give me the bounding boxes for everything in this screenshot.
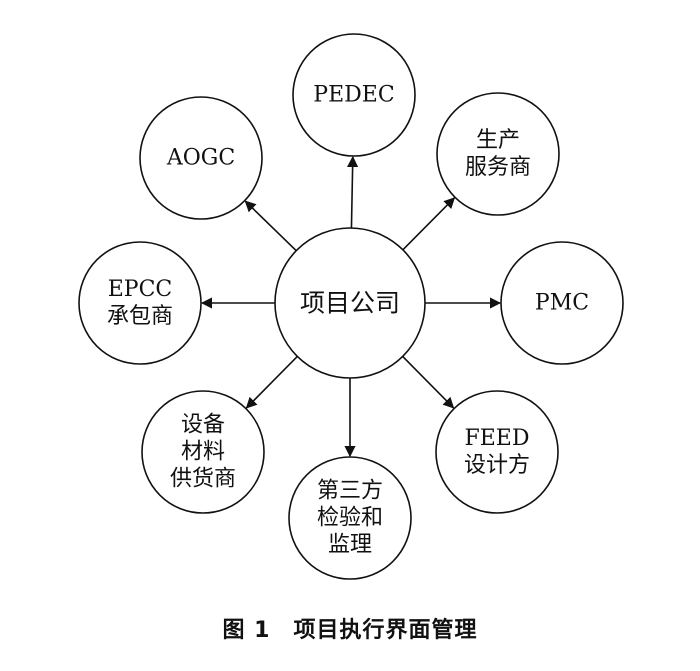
node-circle-epcc <box>78 241 202 365</box>
node-label-epcc-line-0: EPCC <box>108 277 173 302</box>
node-label-inspection-line-0: 第三方 <box>317 479 383 504</box>
node-label-pedec-line-0: PEDEC <box>313 83 394 108</box>
node-circle-pedec <box>292 33 416 157</box>
node-label-supplier-line-0: 设备 <box>181 413 225 438</box>
node-label-feed-line-1: 设计方 <box>464 453 530 478</box>
node-label-center-line-0: 项目公司 <box>300 289 400 318</box>
node-label-inspection-line-1: 检验和 <box>317 506 383 531</box>
arrow-center-to-production <box>402 197 456 251</box>
node-label-production-line-1: 服务商 <box>465 155 531 180</box>
node-circle-inspection <box>288 456 412 580</box>
node-circle-aogc <box>139 96 263 220</box>
node-label-inspection-line-2: 监理 <box>328 532 372 557</box>
node-circle-pmc <box>500 241 624 365</box>
arrow-center-to-pedec <box>347 155 359 229</box>
node-aogc: AOGC <box>139 96 263 220</box>
node-center: 项目公司 <box>274 227 426 379</box>
node-label-aogc-line-0: AOGC <box>166 146 235 171</box>
arrow-center-to-supplier <box>245 355 298 409</box>
node-label-production-line-0: 生产 <box>476 128 520 153</box>
node-circle-production <box>436 92 560 216</box>
node-circle-feed <box>435 390 559 514</box>
arrow-center-to-aogc <box>244 200 297 252</box>
arrow-center-to-feed <box>402 355 455 409</box>
node-label-feed-line-0: FEED <box>464 426 529 451</box>
node-label-supplier-line-1: 材料 <box>181 440 225 465</box>
node-pmc: PMC <box>500 241 624 365</box>
node-circle-supplier <box>141 390 265 514</box>
node-pedec: PEDEC <box>292 33 416 157</box>
node-label-epcc-line-1: 承包商 <box>107 304 173 329</box>
node-circle-center <box>274 227 426 379</box>
figure-caption: 图 1 项目执行界面管理 <box>222 618 478 643</box>
node-label-pmc-line-0: PMC <box>535 291 589 316</box>
node-label-supplier-line-2: 供货商 <box>170 466 236 491</box>
